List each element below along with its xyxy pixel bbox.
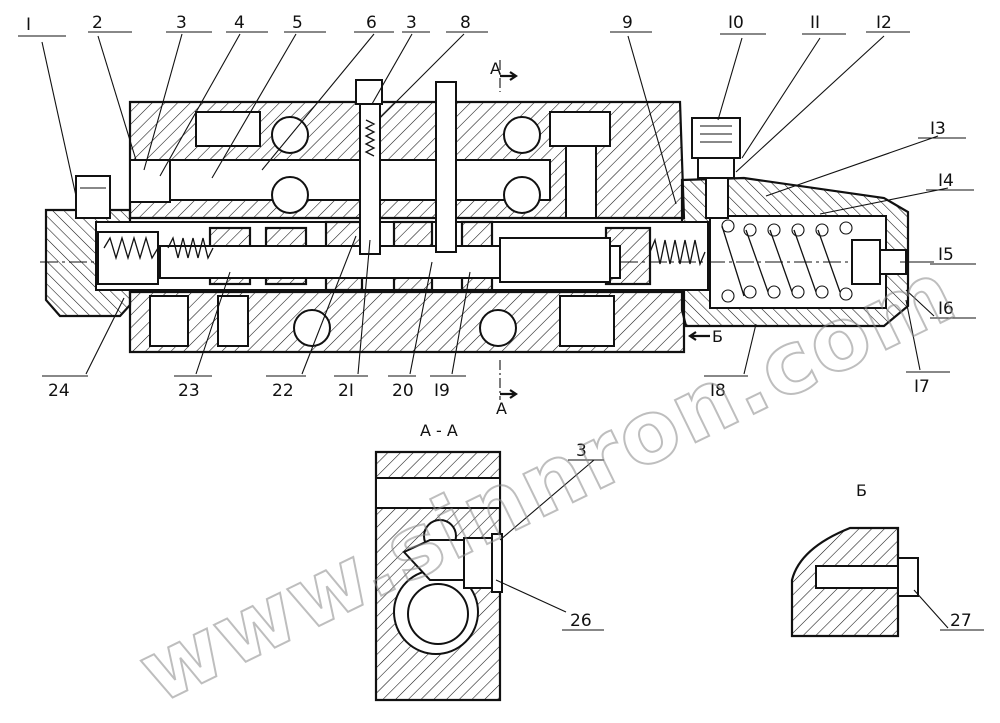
section-arrow-top bbox=[500, 71, 518, 81]
right-plunger bbox=[499, 237, 611, 283]
section-aa-view bbox=[374, 450, 503, 702]
valve-body-lower bbox=[128, 290, 686, 354]
view-b-title: Б bbox=[856, 481, 867, 500]
left-spring bbox=[103, 235, 159, 261]
callout-label: I8 bbox=[710, 381, 726, 401]
callout-label: 24 bbox=[48, 381, 70, 401]
drill-hole bbox=[503, 116, 541, 154]
port-upper bbox=[195, 111, 261, 147]
left-spring-2 bbox=[167, 236, 214, 260]
valve-assembly-section bbox=[40, 60, 930, 400]
section-marks: A A Б bbox=[490, 59, 723, 418]
callout-label: I4 bbox=[938, 171, 954, 191]
fitting-body bbox=[691, 117, 741, 159]
callout-label: 27 bbox=[950, 611, 972, 631]
callouts-bottom: 24 23 22 2I 20 I9 I8 I7 bbox=[48, 377, 930, 401]
top-pin bbox=[359, 83, 381, 255]
drill-hole bbox=[293, 309, 331, 347]
callout-label: 3 bbox=[176, 13, 187, 33]
port-upper bbox=[549, 111, 611, 147]
view-b-bolt-head bbox=[897, 557, 919, 597]
fitting-nut bbox=[697, 157, 735, 179]
callout-label: I6 bbox=[938, 299, 954, 319]
view-b-arrow bbox=[688, 331, 710, 341]
top-plug bbox=[75, 175, 111, 219]
drill-hole bbox=[271, 176, 309, 214]
callout-label: 8 bbox=[460, 13, 471, 33]
section-aa-cap bbox=[491, 533, 503, 593]
left-plug bbox=[129, 159, 171, 203]
drill-hole bbox=[479, 309, 517, 347]
callout-label: 20 bbox=[392, 381, 414, 401]
callout-label: 6 bbox=[366, 13, 377, 33]
callout-label: I bbox=[26, 15, 31, 35]
callout-label: I7 bbox=[914, 377, 930, 397]
view-b-labels: Б 27 bbox=[856, 481, 972, 631]
callout-label: I2 bbox=[876, 13, 892, 33]
port-lower bbox=[217, 295, 249, 347]
callout-label: I0 bbox=[728, 13, 744, 33]
pin-head bbox=[355, 79, 383, 105]
view-b-bolt bbox=[815, 565, 903, 589]
callouts-top: I 2 3 4 5 6 3 8 9 I0 II I2 I3 I4 bbox=[26, 13, 954, 191]
callout-label: 2 bbox=[92, 13, 103, 33]
callout-label: 2I bbox=[338, 381, 354, 401]
callout-label: 9 bbox=[622, 13, 633, 33]
drill-hole bbox=[503, 176, 541, 214]
port-lower bbox=[559, 295, 615, 347]
callout-label: II bbox=[810, 13, 820, 33]
pin-spring bbox=[364, 119, 376, 157]
callout-label: 22 bbox=[272, 381, 294, 401]
section-mark-a-bottom: A bbox=[496, 399, 507, 418]
callout-label: 4 bbox=[234, 13, 245, 33]
top-plunger bbox=[435, 81, 457, 253]
callout-label: I5 bbox=[938, 245, 954, 265]
section-aa-labels: А - А 3 26 bbox=[420, 421, 592, 631]
callout-label: 5 bbox=[292, 13, 303, 33]
callout-label: I9 bbox=[434, 381, 450, 401]
view-b-mark: Б bbox=[712, 327, 723, 346]
leader-lines bbox=[18, 31, 984, 631]
vertical-passage bbox=[565, 145, 597, 219]
fitting-stem bbox=[705, 177, 729, 219]
callout-label: 3 bbox=[576, 441, 587, 461]
drill-hole bbox=[271, 116, 309, 154]
view-b bbox=[790, 526, 919, 638]
right-spring bbox=[649, 237, 706, 267]
section-aa-screw bbox=[463, 537, 495, 589]
section-aa-title: А - А bbox=[420, 421, 458, 440]
callout-label: 26 bbox=[570, 611, 592, 631]
callout-label: 3 bbox=[406, 13, 417, 33]
callout-label: 23 bbox=[178, 381, 200, 401]
main-spring-coils bbox=[721, 219, 853, 303]
callout-label: I3 bbox=[930, 119, 946, 139]
callouts-right: I5 I6 bbox=[938, 245, 954, 319]
section-arrow-bottom bbox=[500, 389, 518, 399]
section-mark-a-top: A bbox=[490, 59, 501, 78]
port-lower bbox=[149, 295, 189, 347]
